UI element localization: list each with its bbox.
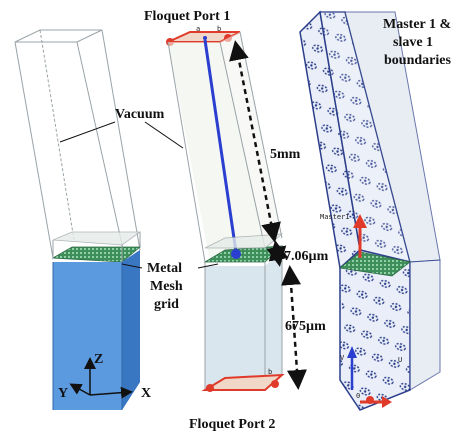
- metal-mesh-layer-right: [339, 251, 411, 277]
- metal-mesh-label-line1: Metal: [147, 261, 182, 276]
- dim-label-5mm: 5mm: [270, 147, 301, 162]
- axis-y-label: Y: [58, 386, 68, 401]
- floquet-port-1-label: Floquet Port 1: [144, 9, 230, 24]
- slave-v-label: V: [340, 354, 345, 362]
- vacuum-label: Vacuum: [115, 107, 165, 122]
- port-2-b-label: b: [268, 368, 272, 376]
- axis-x-label: X: [141, 386, 151, 401]
- slave-o-label: 0: [356, 392, 360, 400]
- left-model: Z Y X: [14, 29, 151, 410]
- leader-lines: [59, 121, 219, 269]
- metal-mesh-label-line3: grid: [154, 297, 179, 312]
- vacuum-box-middle: [167, 31, 283, 263]
- port-1-b-label: b: [217, 25, 221, 33]
- substrate-box-left: [52, 250, 140, 410]
- slave-u-label: U: [398, 356, 402, 364]
- dim-arrow-7um: [266, 240, 289, 267]
- dimension-arrows: [229, 40, 307, 390]
- dim-label-7um: 7.06µm: [284, 249, 329, 264]
- axis-triad: [69, 357, 133, 399]
- middle-model: a b b: [166, 25, 285, 392]
- right-model: Master1 U V 0: [299, 10, 441, 411]
- dim-arrow-675um: [281, 265, 307, 390]
- vacuum-box-left: [14, 29, 141, 259]
- axis-z-label: Z: [94, 352, 103, 367]
- master-slave-label-line1: Master 1 &: [383, 17, 451, 32]
- floquet-port-2-label: Floquet Port 2: [189, 417, 275, 432]
- dim-arrow-5mm: [229, 40, 281, 243]
- dim-label-675um: 675µm: [285, 319, 326, 334]
- master-slave-label-line3: boundaries: [384, 53, 451, 68]
- master-slave-label-line2: slave 1: [393, 35, 433, 50]
- metal-mesh-label-line2: Mesh: [150, 279, 183, 294]
- master-1-tag: Master1: [320, 213, 350, 221]
- port-1-a-label: a: [196, 25, 200, 33]
